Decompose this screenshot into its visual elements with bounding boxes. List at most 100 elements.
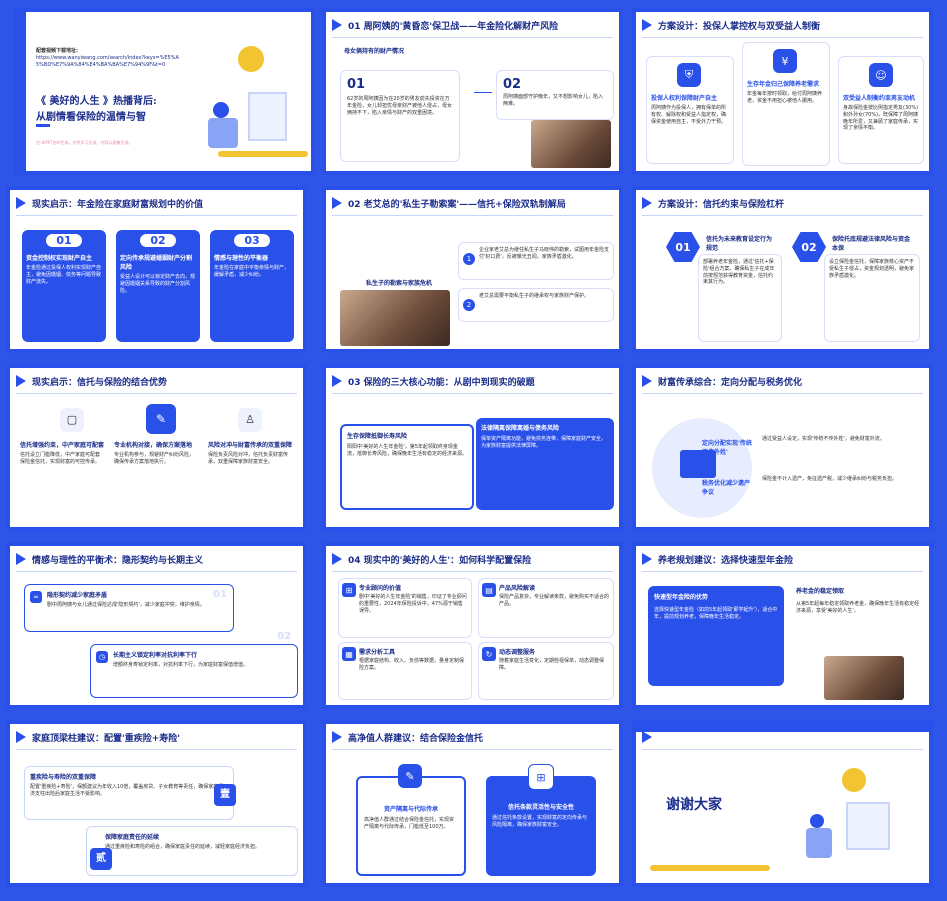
card-text: 62岁的周阿姨因为在20岁的男友前先投资在万年金险，女儿却担忧母亲财产被他人侵占…: [347, 96, 453, 116]
link-label: 配套视频下载地址:: [36, 48, 79, 54]
card-number: 01: [213, 589, 227, 600]
slide-ai-case[interactable]: 02 老艾总的'私生子勒索案'——信托+保险双轨制解局 私生子的勒索与家族危机 …: [322, 186, 623, 353]
card-title: 需求分析工具: [359, 649, 396, 656]
adv-text: 专业机构参与，规避财产纠纷风险，确保传承方案落地执行。: [114, 452, 195, 465]
adv-title: 专业机构对接，确保方案落地: [114, 442, 193, 449]
drama-still-image: [340, 290, 450, 346]
card-title: 定向传承规避婚姻财产分割风险: [120, 255, 193, 271]
card-text: 年金险通过投保人权利实现财产自主，避免因婚姻、债务等问题导致财产流失。: [26, 265, 102, 285]
card-title: 生存年金归己保障养老需求: [747, 81, 820, 88]
slide-header: 04 现实中的'美好的人生'：如何科学配置保险: [348, 555, 532, 566]
function-card-2: 法律隔离保障离婚与债务风险 保单资产隔离功能，避免债务连带，保障家庭财产安全，为…: [476, 418, 614, 510]
card-text: 年金险在家庭中平衡亲情与财产，缓解矛盾，减少纠纷。: [214, 265, 290, 278]
card-title: 信托条款灵活性与安全性: [507, 804, 574, 811]
slide-header: 家庭顶梁柱建议：配置'重疾险+寿险': [32, 733, 181, 744]
card-text: 通过信托条款设置，实现财富的定向传承与风险隔离，确保家族财富安全。: [492, 815, 588, 828]
slide-core-functions[interactable]: 03 保险的三大核心功能：从剧中到现实的破题 生存保障抵御长寿风险 阳阳中'美好…: [322, 364, 623, 531]
slide-header: 03 保险的三大核心功能：从剧中到现实的破题: [348, 377, 535, 388]
card-text: 随着家庭生活变化，定期检视保单，动态调整保障。: [499, 658, 605, 671]
slide-header: 财富传承综合：定向分配与税务优化: [658, 377, 803, 388]
card-text: 保单资产隔离功能，避免债务连带，保障家庭财产安全，为家族财富提供法律屏障。: [481, 436, 607, 449]
pillar-card-1: 重疾险与寿险的双重保障 配置'重疾险+寿险'，保额建议为年收入10倍，覆盖房贷、…: [24, 766, 234, 820]
step-card-1: 部署养老年金险，通过'信托+保险'组合方案，确保私生子在成年前按规范获得教育资金…: [698, 254, 782, 342]
card-text: 配置'重疾险+寿险'，保额建议为年收入10倍，覆盖房贷、子女教育等责任，确保家庭…: [30, 784, 224, 797]
edit-icon: ✎: [398, 764, 422, 788]
card-text: 高净值人群通过结合保险金信托，实现资产隔离与代际传承，门槛低至100万。: [364, 817, 455, 830]
option-label-1: 定向分配实现'传统不传外姓': [702, 440, 752, 456]
slide-header: 02 老艾总的'私生子勒索案'——信托+保险双轨制解局: [348, 199, 566, 210]
lightbulb-icon: [842, 768, 866, 792]
hnw-card-2: 信托条款灵活性与安全性 通过信托条款设置，实现财富的定向传承与风险隔离，确保家族…: [486, 776, 596, 876]
chart-icon: ▦: [342, 647, 356, 661]
card-text: 选择快速型年金险（如前5年起领取'即学起升'），适合中年，提前规划养老，保障晚年…: [654, 607, 778, 620]
lightbulb-icon: [238, 46, 264, 72]
slide-balance[interactable]: 情感与理性的平衡术：隐形契约与长期主义 ∞ 隐形契约减少家庭矛盾 剧中周阿姨与女…: [6, 542, 307, 709]
function-card-1: 生存保障抵御长寿风险 阳阳中'美好的人生年金险'，第5年起领取终身现金流，抵御长…: [340, 424, 474, 510]
adv-text: 保险负责风险对冲，信托负责财富传承，双重保障家族财富安全。: [208, 452, 289, 465]
slide-pension[interactable]: 养老规划建议：选择快速型年金险 快速型年金险的优势 选择快速型年金险（如前5年起…: [632, 542, 933, 709]
card-text: 阳阳中'美好的人生年金险'，第5年起领取终身现金流，抵御长寿风险，确保晚年生活有…: [347, 444, 468, 457]
slide-plan-zhou[interactable]: 方案设计：投保人掌控权与双受益人制衡 ⛨ 投保人权利保障财产自主 周阿姨作为投保…: [632, 8, 933, 175]
document-icon: ▢: [60, 408, 84, 432]
slide-trust-plan[interactable]: 方案设计：信托约束与保险杠杆 01 信托为未来教育设定行为规范 部署养老年金险，…: [632, 186, 933, 353]
card-number: 01: [46, 234, 82, 247]
config-card-2: ▤ 产品风险解读 保险产品复杂，专业解读条款，避免购买不适合的产品。: [478, 578, 614, 638]
card-title: 资金控制权实现财产自主: [26, 255, 93, 262]
clock-icon: ◷: [96, 651, 108, 663]
step-title: 信托为未来教育设定行为规范: [706, 236, 773, 252]
info-card-2: 02 周阿姨面部守护晚年，又不想影响女儿，陷入两难。: [496, 70, 614, 120]
cover-title-line2: 从剧情看保险的温情与智: [36, 112, 146, 123]
link-url[interactable]: https://www.wanyiwang.com/search/index?k…: [36, 54, 179, 68]
card-title: 资产隔离与代际传承: [383, 806, 438, 813]
drama-still-image: [531, 120, 611, 168]
illustration-person: [203, 82, 293, 152]
value-card-3: 03 情感与理性的平衡器 年金险在家庭中平衡亲情与财产，缓解矛盾，减少纠纷。: [210, 230, 294, 342]
card-title: 长期主义锁定利率对抗利率下行: [113, 652, 198, 659]
balance-card-2: ◷ 长期主义锁定利率对抗利率下行 增额终身寿锁定利率，对抗利率下行，为家庭财富保…: [90, 631, 298, 698]
card-title: 专业顾问的价值: [359, 585, 402, 592]
card-title: 投保人权利保障财产自主: [651, 95, 718, 102]
adv-text: 信托设立门槛降低，中产家庭可配套保险金信托，实现财富的可控传承。: [20, 452, 101, 465]
grid-icon: ⊞: [342, 583, 356, 597]
issue-text: 企业家老艾总为继任私生子马晓伟的勒索，试图用年金险支付'封口费'，反被曝光丑闻，…: [479, 247, 610, 260]
card-number: 03: [234, 234, 270, 247]
slide-config[interactable]: 04 现实中的'美好的人生'：如何科学配置保险 ⊞ 专业顾问的价值 剧中'美好的…: [322, 542, 623, 709]
card-number: 02: [503, 77, 522, 92]
plan-card-1: ⛨ 投保人权利保障财产自主 周阿姨作为投保人，拥有保单的所有权、解除权和受益人指…: [646, 56, 734, 164]
step-number: 01: [666, 232, 700, 262]
card-text: 受益人设计可以锁定财产去向，规避因婚姻关系导致的财产分割风险。: [120, 274, 196, 294]
card-text: 身故保险金按比例指定男友(30%)和外孙女(70%)，既保障了周阿姨晚年所爱，又…: [843, 105, 919, 132]
card-title: 快速型年金险的优势: [654, 594, 709, 601]
slide-header: 情感与理性的平衡术：隐形契约与长期主义: [32, 555, 204, 566]
slide-header: 方案设计：投保人掌控权与双受益人制衡: [658, 21, 821, 32]
folder-icon: [680, 450, 716, 478]
card-text: 周阿姨作为投保人，拥有保单的所有权、解除权和受益人指定权，确保资金使用自主，不受…: [651, 105, 727, 125]
slide-wealth-transfer[interactable]: 财富传承综合：定向分配与税务优化 定向分配实现'传统不传外姓' 税务优化减少遗产…: [632, 364, 933, 531]
section-subtitle: 母女俩持有的财产情况: [344, 48, 405, 55]
issue-card-1: 1 企业家老艾总为继任私生子马晓伟的勒索，试图用年金险支付'封口费'，反被曝光丑…: [458, 242, 614, 280]
option-label-2: 税务优化减少遗产争议: [702, 480, 751, 496]
card-title: 法律隔离保障离婚与债务风险: [481, 425, 560, 432]
plan-card-3: ☺ 双受益人制衡约束男友动机 身故保险金按比例指定男友(30%)和外孙女(70%…: [838, 56, 924, 164]
slide-cover[interactable]: 配套视频下载地址: https://www.wanyiwang.com/sear…: [14, 8, 315, 175]
card-number: 02: [140, 234, 176, 247]
slide-header: 养老规划建议：选择快速型年金险: [658, 555, 794, 566]
slide-header: 方案设计：信托约束与保险杠杆: [658, 199, 785, 210]
step-text: 设立保险金信托，保障家族核心资产不受私生子侵占，资金规划透明，避免家族矛盾激化。: [829, 259, 915, 279]
adv-title: 风险对冲与财富传承的双重保障: [208, 442, 293, 449]
slide-family-pillar[interactable]: 家庭顶梁柱建议：配置'重疾险+寿险' 重疾险与寿险的双重保障 配置'重疾险+寿险…: [6, 720, 307, 887]
slide-thanks[interactable]: 谢谢大家: [632, 720, 933, 887]
card-text: 剧中周阿姨与女儿通过保险达成'隐形契约'，减少家庭冲突，维护亲情。: [47, 602, 205, 608]
card-text: 从第5年起每年稳定领取养老金，确保晚年生活有稳定经济来源，享受'美好的人生'。: [796, 601, 920, 614]
adv-title: 信托增强约束，中产家庭可配套: [20, 442, 105, 449]
slide-annuity-value[interactable]: 现实启示：年金险在家庭财富规划中的价值 01 资金控制权实现财产自主 年金险通过…: [6, 186, 307, 353]
slide-hnw[interactable]: 高净值人群建议：结合保险金信托 资产隔离与代际传承 高净值人群通过结合保险金信托…: [322, 720, 623, 887]
slide-header: 现实启示：信托与保险的结合优势: [32, 377, 168, 388]
thanks-text: 谢谢大家: [666, 797, 722, 813]
issue-card-2: 2 老艾总需要平衡私生子的继承权与家族财产保护。: [458, 288, 614, 322]
photo-caption: 私生子的勒索与家族危机: [366, 280, 433, 287]
card-title: 重疾险与寿险的双重保障: [30, 774, 97, 781]
slide-zhou[interactable]: 01 周阿姨的'黄昏恋'保卫战——年金险化解财产风险 母女俩持有的财产情况 01…: [322, 8, 623, 175]
slide-trust-advantage[interactable]: 现实启示：信托与保险的结合优势 ▢ ✎ ♙ 信托增强约束，中产家庭可配套 信托设…: [6, 364, 307, 531]
config-card-4: ↻ 动态调整服务 随着家庭生活变化，定期检视保单，动态调整保障。: [478, 642, 614, 700]
